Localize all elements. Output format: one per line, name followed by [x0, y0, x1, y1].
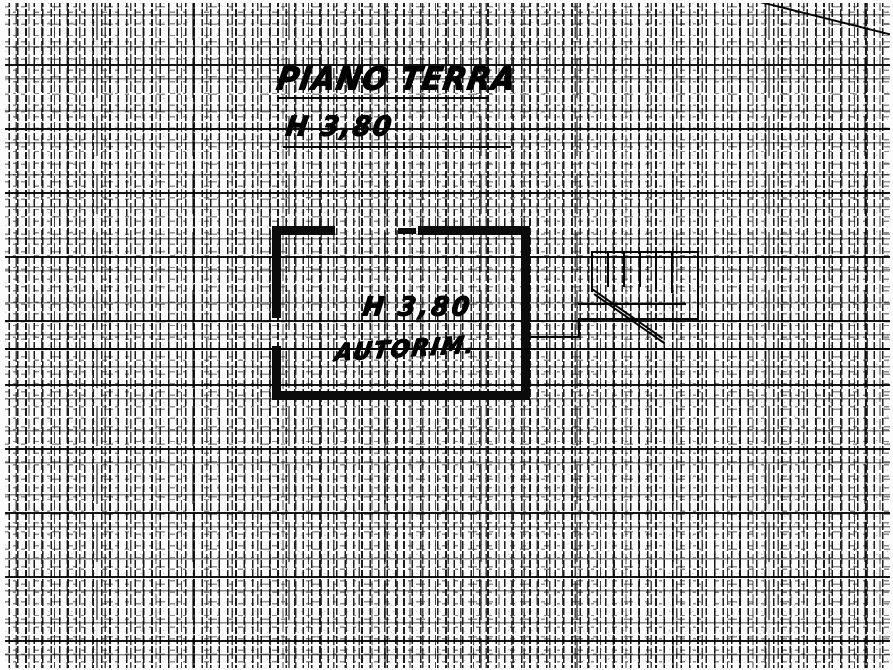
room-wall-bottom: [272, 391, 530, 400]
room-wall-right: [521, 226, 530, 400]
room-wall-top-left: [272, 226, 335, 235]
stair-tread-4: [655, 253, 657, 289]
plan-height-underline: [283, 146, 511, 148]
stair-outline-top: [591, 251, 699, 253]
room-name-label: AUTORIM.: [333, 331, 479, 368]
stair-outline-right: [697, 251, 699, 320]
corner-diagonal-line: [739, 0, 893, 42]
room-wall-left-upper: [272, 226, 281, 318]
room-wall-top-opening-marker: [398, 228, 416, 234]
stair-outline-bottom: [578, 318, 699, 320]
stair-outline-left: [591, 251, 593, 292]
plan-title: PIANO TERRA: [274, 60, 520, 99]
stair-landing-edge: [578, 303, 686, 305]
stair-break-line: [591, 288, 664, 340]
room-wall-left-lower: [272, 346, 281, 400]
stair-connector-horizontal: [530, 336, 580, 338]
stair-connector-vertical: [578, 318, 580, 336]
room-height-label: H 3,80: [361, 291, 475, 322]
room-wall-top-right: [418, 226, 530, 235]
plan-height-label: H 3,80: [283, 111, 396, 143]
stair-tread-2: [623, 253, 625, 287]
stair-tread-1: [607, 253, 609, 287]
long-horizontal-guide: [0, 348, 893, 351]
stair-tread-3: [639, 253, 641, 287]
stair-tread-5: [671, 253, 673, 293]
